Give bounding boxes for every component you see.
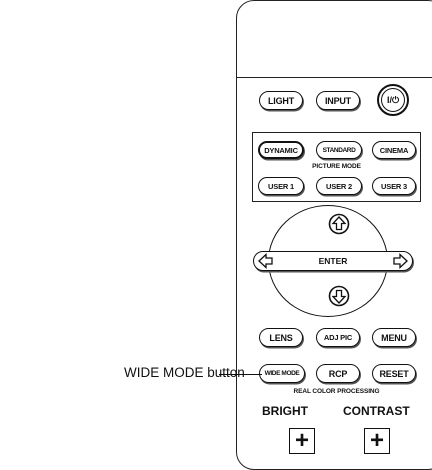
- menu-button[interactable]: MENU: [372, 328, 416, 347]
- callout-leader-line: [219, 374, 262, 375]
- reset-button[interactable]: RESET: [372, 364, 416, 383]
- up-arrow-icon: [331, 216, 347, 231]
- light-button[interactable]: LIGHT: [259, 91, 303, 110]
- power-button[interactable]: I/⏻: [377, 84, 409, 116]
- picture-mode-caption: PICTURE MODE: [312, 163, 361, 170]
- left-arrow-button[interactable]: [256, 252, 276, 270]
- standard-button[interactable]: STANDARD: [316, 141, 362, 159]
- lens-button[interactable]: LENS: [259, 328, 303, 347]
- down-arrow-button[interactable]: [328, 285, 350, 307]
- power-icon: I/⏻: [381, 88, 405, 112]
- wide-mode-button[interactable]: WIDE MODE: [259, 364, 305, 383]
- user1-button[interactable]: USER 1: [258, 177, 304, 195]
- top-divider: [237, 77, 432, 78]
- input-button[interactable]: INPUT: [316, 91, 360, 110]
- rcp-button[interactable]: RCP: [316, 364, 360, 383]
- rcp-caption: REAL COLOR PROCESSING: [293, 388, 380, 395]
- enter-button[interactable]: ENTER: [253, 251, 413, 271]
- down-arrow-icon: [331, 289, 347, 304]
- contrast-plus-button[interactable]: +: [364, 428, 390, 454]
- adj-pic-button[interactable]: ADJ PIC: [316, 328, 360, 347]
- dynamic-button[interactable]: DYNAMIC: [258, 141, 304, 159]
- bright-label: BRIGHT: [262, 404, 308, 418]
- left-arrow-icon: [258, 253, 273, 269]
- right-arrow-icon: [393, 253, 408, 269]
- picture-mode-group: [252, 132, 421, 202]
- up-arrow-button[interactable]: [328, 213, 350, 235]
- user3-button[interactable]: USER 3: [372, 177, 416, 195]
- bright-plus-button[interactable]: +: [289, 428, 315, 454]
- contrast-label: CONTRAST: [343, 404, 410, 418]
- wide-mode-callout-label: WIDE MODE button: [124, 365, 245, 380]
- user2-button[interactable]: USER 2: [316, 177, 362, 195]
- right-arrow-button[interactable]: [390, 252, 410, 270]
- cinema-button[interactable]: CINEMA: [372, 141, 416, 159]
